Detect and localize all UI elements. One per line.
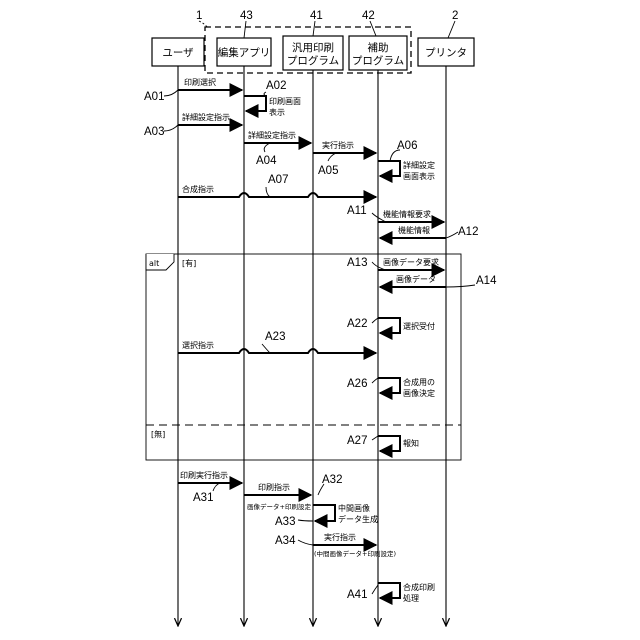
ref-a14: A14: [476, 275, 497, 287]
ref-a12: A12: [458, 226, 478, 238]
label-select-instruction: 選択指示: [182, 340, 214, 350]
participant-print-label-2: プログラム: [287, 54, 339, 67]
label-func-request: 機能情報要求: [383, 209, 431, 219]
participant-edit-app: 編集アプリ 43: [217, 10, 271, 66]
label-image-print-setting: 画像データ+印刷設定: [247, 502, 311, 511]
self-loop-a41: [378, 583, 400, 598]
participant-assist-ref: 42: [362, 10, 375, 22]
note-a33-1: 中間画像: [338, 503, 370, 513]
ref-a13: A13: [347, 257, 367, 269]
participant-print-program: 汎用印刷 プログラム 41: [283, 10, 343, 70]
note-a06-2: 画面表示: [403, 171, 435, 181]
participant-user-label: ユーザ: [162, 47, 194, 59]
note-a06-1: 詳細設定: [403, 160, 435, 170]
participant-assist-label-1: 補助: [368, 41, 389, 54]
ref-a23: A23: [265, 331, 285, 343]
label-detail-1: 詳細設定指示: [182, 112, 230, 122]
ref-a26: A26: [347, 378, 367, 390]
self-loop-a26: [378, 378, 400, 393]
participant-print-label-1: 汎用印刷: [292, 41, 334, 54]
note-a22-1: 選択受付: [403, 321, 435, 331]
participant-print-ref: 41: [310, 10, 323, 22]
ref-a34: A34: [275, 535, 296, 547]
note-a33-2: データ生成: [338, 514, 378, 524]
participant-assist-label-2: プログラム: [352, 54, 404, 67]
participant-edit-label: 編集アプリ: [218, 46, 271, 59]
note-a41-1: 合成印刷: [403, 582, 435, 592]
label-execute-1: 実行指示: [322, 140, 354, 150]
note-a41-2: 処理: [403, 593, 419, 603]
label-execute-2: 実行指示: [324, 532, 356, 542]
participant-printer-ref: 2: [452, 10, 458, 22]
ref-a33: A33: [275, 516, 295, 528]
participant-user: ユーザ: [152, 38, 204, 66]
label-image-data: 画像データ: [396, 274, 436, 284]
ref-a03: A03: [144, 126, 164, 138]
alt-frame: alt [有] [無]: [146, 254, 461, 460]
ref-a31: A31: [193, 492, 213, 504]
note-a02-1: 印刷画面: [269, 97, 301, 106]
ref-a07: A07: [268, 174, 288, 186]
note-a26-1: 合成用の: [403, 377, 435, 387]
label-intermediate-data: (中間画像データ+印刷設定): [314, 549, 396, 558]
ref-a06: A06: [397, 140, 417, 152]
alt-tag: alt: [149, 259, 159, 268]
label-detail-2: 詳細設定指示: [248, 130, 296, 140]
ref-a41: A41: [347, 589, 367, 601]
self-loop-a06: [378, 161, 400, 176]
alt-cond-no: [無]: [151, 429, 165, 439]
participant-edit-ref: 43: [240, 10, 253, 22]
label-func-info: 機能情報: [398, 225, 430, 235]
participant-assist-program: 補助 プログラム 42: [349, 10, 407, 70]
label-image-request: 画像データ要求: [383, 257, 439, 267]
group-ref-leader: [199, 21, 208, 28]
self-loop-a33: [313, 505, 335, 521]
self-loop-a22: [378, 318, 400, 333]
ref-a27: A27: [347, 435, 367, 447]
ref-a22: A22: [347, 318, 367, 330]
alt-cond-yes: [有]: [182, 258, 196, 268]
label-compose: 合成指示: [182, 184, 214, 194]
label-print-execute: 印刷実行指示: [180, 470, 228, 480]
group-ref-label: 1: [196, 10, 202, 22]
label-print-instruct: 印刷指示: [258, 482, 290, 492]
note-a27-1: 報知: [403, 438, 419, 448]
label-print-select: 印刷選択: [184, 77, 216, 87]
self-loop-a02: [244, 96, 266, 111]
participant-printer-label: プリンタ: [425, 47, 467, 59]
note-a26-2: 画像決定: [403, 388, 435, 398]
participant-printer: プリンタ 2: [418, 10, 474, 66]
self-loop-a27: [378, 436, 400, 451]
ref-a11: A11: [347, 205, 367, 217]
ref-a32: A32: [322, 474, 342, 486]
ref-a05: A05: [318, 165, 338, 177]
ref-a04: A04: [256, 155, 277, 167]
ref-a02: A02: [266, 80, 286, 92]
note-a02-2: 表示: [269, 107, 285, 117]
ref-a01: A01: [144, 91, 164, 103]
